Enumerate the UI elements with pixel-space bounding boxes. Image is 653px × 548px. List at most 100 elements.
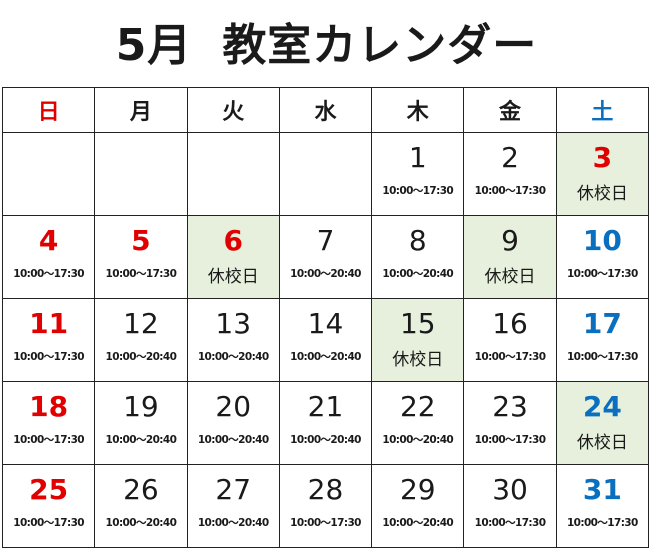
opening-hours: 10:00～17:30 <box>474 185 546 197</box>
day-number: 22 <box>399 390 436 423</box>
day-cell: 14 10:00～20:40 <box>278 298 373 382</box>
weekday-sunday: 日 <box>1 87 96 133</box>
closed-day-label: 休校日 <box>392 350 444 370</box>
day-cell: 20 10:00～20:40 <box>186 381 280 465</box>
opening-hours: 10:00～17:30 <box>290 517 361 529</box>
day-number: 3 <box>592 141 613 174</box>
day-number: 29 <box>399 473 436 506</box>
day-cell-content: 11 10:00～17:30 <box>3 299 94 381</box>
day-cell: 26 10:00～20:40 <box>94 464 188 548</box>
opening-hours: 10:00～17:30 <box>13 351 85 363</box>
day-cell: 15 休校日 <box>371 298 465 382</box>
day-number: 16 <box>492 307 528 340</box>
day-cell: 5 10:00～17:30 <box>94 215 188 299</box>
weekday-friday: 金 <box>463 87 557 133</box>
day-cell: 29 10:00～20:40 <box>371 464 465 548</box>
day-cell <box>186 132 280 216</box>
weekday-saturday: 土 <box>555 87 650 133</box>
day-number: 18 <box>29 390 69 423</box>
day-cell: 27 10:00～20:40 <box>186 464 280 548</box>
day-number: 15 <box>399 307 436 340</box>
day-cell-content <box>3 133 94 215</box>
day-number: 25 <box>29 473 69 506</box>
day-cell <box>94 132 188 216</box>
day-number: 7 <box>316 224 335 257</box>
title-text: 教室カレンダー <box>222 20 538 71</box>
day-number: 11 <box>29 307 69 340</box>
day-number: 5 <box>131 224 151 257</box>
weekday-tuesday: 火 <box>186 87 280 133</box>
day-cell-content: 29 10:00～20:40 <box>372 465 463 547</box>
opening-hours: 10:00～20:40 <box>290 351 361 363</box>
day-number: 1 <box>408 141 427 174</box>
day-cell: 17 10:00～17:30 <box>555 298 650 382</box>
day-number: 8 <box>408 224 427 257</box>
day-cell-content: 2 10:00～17:30 <box>464 133 555 215</box>
day-number: 9 <box>501 224 519 257</box>
day-number: 19 <box>123 390 159 423</box>
day-cell-content: 17 10:00～17:30 <box>557 299 648 381</box>
day-cell-content <box>188 133 279 215</box>
day-number: 17 <box>582 307 622 340</box>
day-cell: 10 10:00～17:30 <box>555 215 650 299</box>
day-number: 28 <box>307 473 344 506</box>
day-cell <box>1 132 96 216</box>
day-cell: 11 10:00～17:30 <box>1 298 96 382</box>
day-number: 24 <box>582 390 622 423</box>
day-number: 12 <box>123 307 159 340</box>
day-number: 26 <box>123 473 159 506</box>
day-cell-content: 9 休校日 <box>464 216 555 298</box>
opening-hours: 10:00～17:30 <box>566 351 638 363</box>
opening-hours: 10:00～20:40 <box>197 351 269 363</box>
opening-hours: 10:00～20:40 <box>197 517 269 529</box>
opening-hours: 10:00～17:30 <box>566 268 638 280</box>
day-cell-content: 15 休校日 <box>372 299 463 381</box>
day-number: 14 <box>307 307 344 340</box>
opening-hours: 10:00～20:40 <box>382 517 454 529</box>
opening-hours: 10:00～17:30 <box>566 517 638 529</box>
closed-day-label: 休校日 <box>484 267 536 287</box>
day-number: 20 <box>215 390 252 423</box>
day-number: 13 <box>215 307 252 340</box>
weekday-monday: 月 <box>94 87 188 133</box>
closed-day-label: 休校日 <box>576 184 628 204</box>
opening-hours: 10:00～17:30 <box>105 268 177 280</box>
opening-hours: 10:00～20:40 <box>105 517 177 529</box>
day-cell-content <box>280 133 371 215</box>
day-number: 2 <box>501 141 519 174</box>
day-cell: 28 10:00～17:30 <box>278 464 373 548</box>
day-cell-content: 27 10:00～20:40 <box>188 465 279 547</box>
day-number: 27 <box>215 473 252 506</box>
day-cell-content: 28 10:00～17:30 <box>280 465 371 547</box>
title-month: 5月 <box>115 20 193 71</box>
day-number: 10 <box>582 224 622 257</box>
day-number: 30 <box>492 473 528 506</box>
opening-hours: 10:00～20:40 <box>197 434 269 446</box>
page-title: 5月 教室カレンダー <box>0 6 653 76</box>
